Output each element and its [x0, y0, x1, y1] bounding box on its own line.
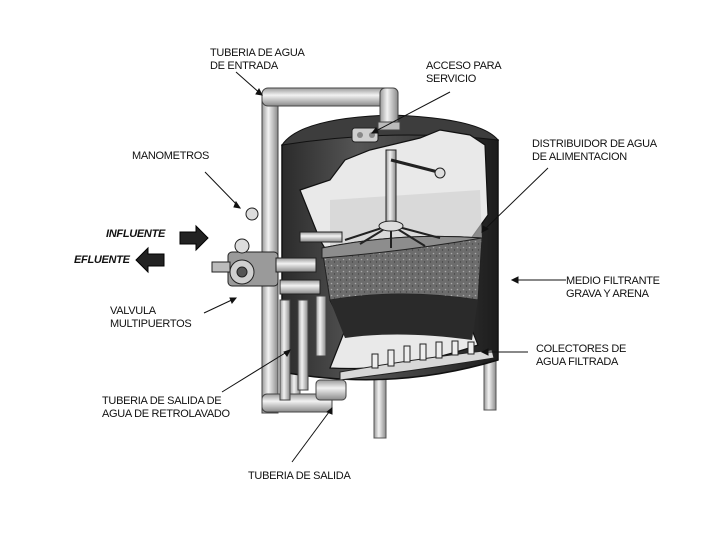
label-effluent: EFLUENTE: [74, 254, 130, 266]
multiport-valve: [211, 231, 343, 295]
feed-distributor: [344, 149, 446, 248]
effluent-arrow-icon: [135, 246, 165, 274]
label-gauges: MANOMETROS: [132, 150, 210, 162]
label-outlet-pipe: TUBERIA DE SALIDA: [248, 470, 351, 482]
leader-lines: [203, 71, 566, 463]
label-influent: INFLUENTE: [106, 228, 166, 240]
filter-tank: [280, 114, 500, 381]
service-access: [351, 127, 379, 143]
pressure-gauges: [234, 207, 259, 254]
outlet-pipes: [261, 295, 347, 413]
influent-arrow-icon: [179, 224, 209, 252]
filtered-water-collectors: [339, 340, 495, 381]
tank-legs: [289, 357, 497, 439]
